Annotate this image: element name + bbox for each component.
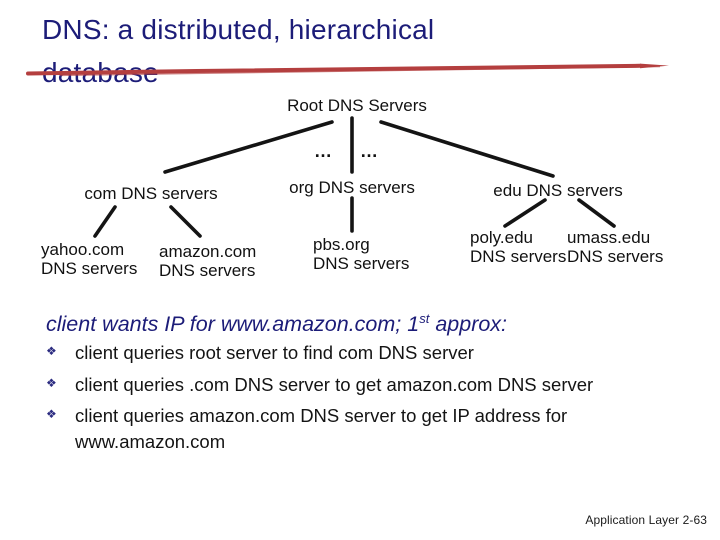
tree-node-yahoo-line1: yahoo.com bbox=[41, 240, 125, 259]
slide-title: DNS: a distributed, hierarchical databas… bbox=[42, 8, 662, 94]
tree-node-amazon-line1: amazon.com bbox=[159, 242, 257, 261]
tree-node-root: Root DNS Servers bbox=[287, 96, 427, 115]
tree-connectors bbox=[93, 116, 616, 238]
tree-node-yahoo: yahoo.com DNS servers bbox=[41, 240, 138, 278]
tree-node-umass-line2: DNS servers bbox=[567, 246, 664, 266]
tree-node-org: org DNS servers bbox=[289, 178, 415, 197]
tree-node-yahoo-line2: DNS servers bbox=[41, 258, 138, 278]
edge-com-amazon bbox=[169, 205, 202, 238]
bullet-item-1-text: client queries root server to find com D… bbox=[75, 342, 474, 363]
slide-footer: Application Layer 2-63 bbox=[585, 513, 707, 527]
edge-com-yahoo bbox=[93, 205, 117, 238]
tree-node-pbs-line2: DNS servers bbox=[313, 253, 410, 273]
edge-edu-umass bbox=[577, 198, 616, 228]
tree-node-pbs-line1: pbs.org bbox=[313, 235, 370, 254]
edge-edu-poly bbox=[503, 198, 547, 228]
tree-node-umass-line1: umass.edu bbox=[567, 228, 651, 247]
tree-node-poly: poly.edu DNS servers bbox=[470, 228, 567, 266]
footer-page-number: 2-63 bbox=[682, 513, 707, 527]
tree-node-poly-line1: poly.edu bbox=[470, 228, 534, 247]
bullet-item-3-text: client queries amazon.com DNS server to … bbox=[75, 405, 568, 452]
client-approx-heading: client wants IP for www.amazon.com; 1st … bbox=[46, 311, 507, 337]
bullet-item-2: ❖ client queries .com DNS server to get … bbox=[46, 372, 696, 398]
tree-node-edu: edu DNS servers bbox=[493, 181, 623, 200]
diamond-bullet-icon: ❖ bbox=[46, 407, 57, 421]
tree-node-com: com DNS servers bbox=[84, 184, 218, 203]
tree-node-umass: umass.edu DNS servers bbox=[567, 228, 664, 266]
tree-node-amazon: amazon.com DNS servers bbox=[159, 242, 257, 280]
bullet-item-2-text: client queries .com DNS server to get am… bbox=[75, 373, 594, 395]
tree-node-amazon-line2: DNS servers bbox=[159, 260, 256, 280]
approx-text-after: approx: bbox=[429, 312, 508, 337]
edge-root-com bbox=[163, 120, 334, 174]
tree-node-pbs: pbs.org DNS servers bbox=[313, 235, 410, 273]
tree-node-poly-line2: DNS servers bbox=[470, 246, 567, 266]
ellipsis-right: … bbox=[360, 141, 380, 161]
edge-root-edu bbox=[379, 120, 555, 178]
diamond-bullet-icon: ❖ bbox=[46, 375, 57, 390]
ellipsis-left: … bbox=[314, 141, 334, 161]
bullet-item-3: ❖ client queries amazon.com DNS server t… bbox=[46, 403, 696, 454]
slide-title-line2: database bbox=[42, 57, 159, 88]
bullet-list: ❖ client queries root server to find com… bbox=[46, 340, 696, 460]
slide-title-line1: DNS: a distributed, hierarchical bbox=[42, 14, 435, 45]
approx-superscript: st bbox=[419, 311, 430, 326]
diamond-bullet-icon: ❖ bbox=[46, 344, 57, 358]
bullet-item-1: ❖ client queries root server to find com… bbox=[46, 340, 696, 366]
footer-section-label: Application Layer bbox=[585, 513, 680, 527]
approx-text-before: client wants IP for www.amazon.com; 1 bbox=[46, 312, 420, 337]
